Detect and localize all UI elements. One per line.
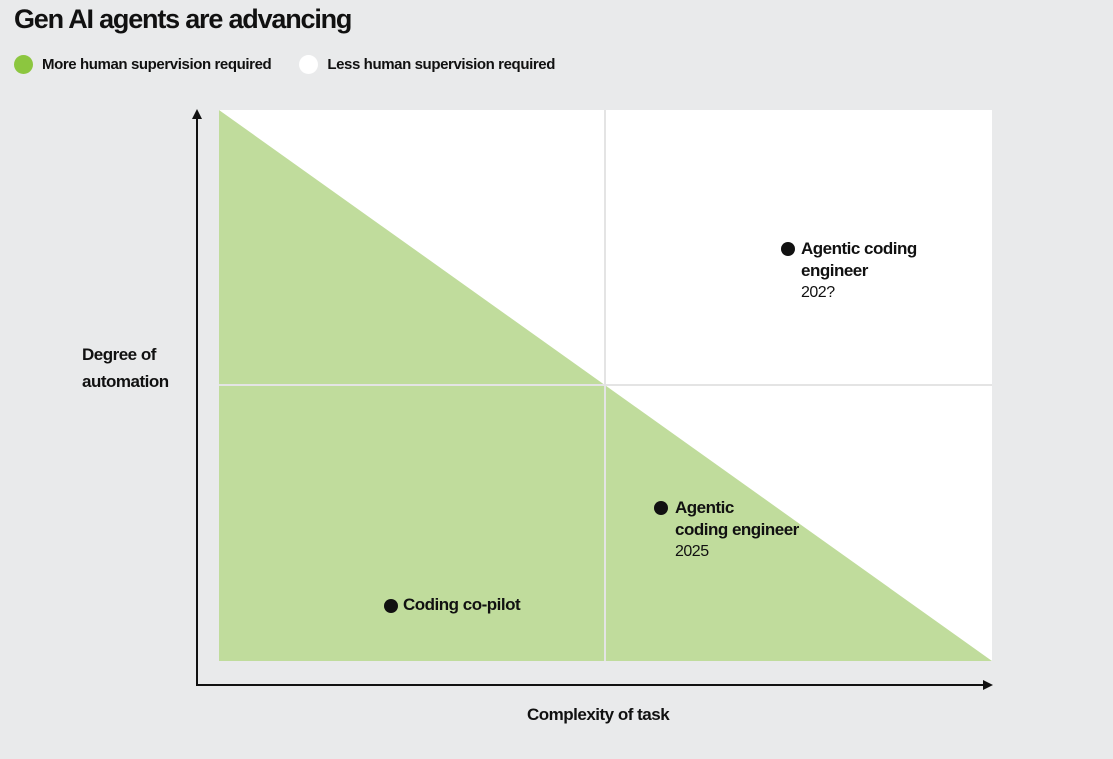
label-coding-copilot: Coding co-pilot	[403, 594, 521, 616]
point-agentic-engineer-future	[781, 242, 795, 256]
label-agentic-engineer-2025-line1: Agentic	[675, 498, 734, 517]
y-axis-label-line2: automation	[82, 372, 169, 391]
label-agentic-engineer-future-line1: Agentic coding	[801, 239, 917, 258]
label-coding-copilot-name: Coding co-pilot	[403, 595, 521, 614]
legend-swatch-green	[14, 54, 33, 74]
label-agentic-engineer-future-line2: engineer	[801, 261, 868, 280]
label-agentic-engineer-2025-year: 2025	[675, 543, 709, 560]
legend: More human supervision required Less hum…	[14, 53, 583, 75]
x-axis-arrowhead	[983, 680, 993, 690]
legend-item-less-supervision: Less human supervision required	[299, 54, 555, 74]
legend-label-more-supervision: More human supervision required	[42, 55, 272, 73]
label-agentic-engineer-2025-line2: coding engineer	[675, 520, 799, 539]
x-axis-label: Complexity of task	[527, 705, 670, 724]
legend-swatch-white	[299, 54, 319, 74]
label-agentic-engineer-2025: Agentic coding engineer 2025	[675, 497, 799, 563]
point-agentic-engineer-2025	[654, 501, 668, 515]
y-axis-label-line1: Degree of	[82, 345, 156, 364]
label-agentic-engineer-future-year: 202?	[801, 284, 835, 301]
point-coding-copilot	[384, 599, 398, 613]
label-agentic-engineer-future: Agentic coding engineer 202?	[801, 238, 917, 304]
y-axis-label: Degree of automation	[82, 341, 192, 395]
legend-item-more-supervision: More human supervision required	[14, 54, 272, 74]
y-axis-arrowhead	[192, 109, 202, 119]
legend-label-less-supervision: Less human supervision required	[327, 55, 555, 73]
chart-title: Gen AI agents are advancing	[14, 4, 352, 34]
